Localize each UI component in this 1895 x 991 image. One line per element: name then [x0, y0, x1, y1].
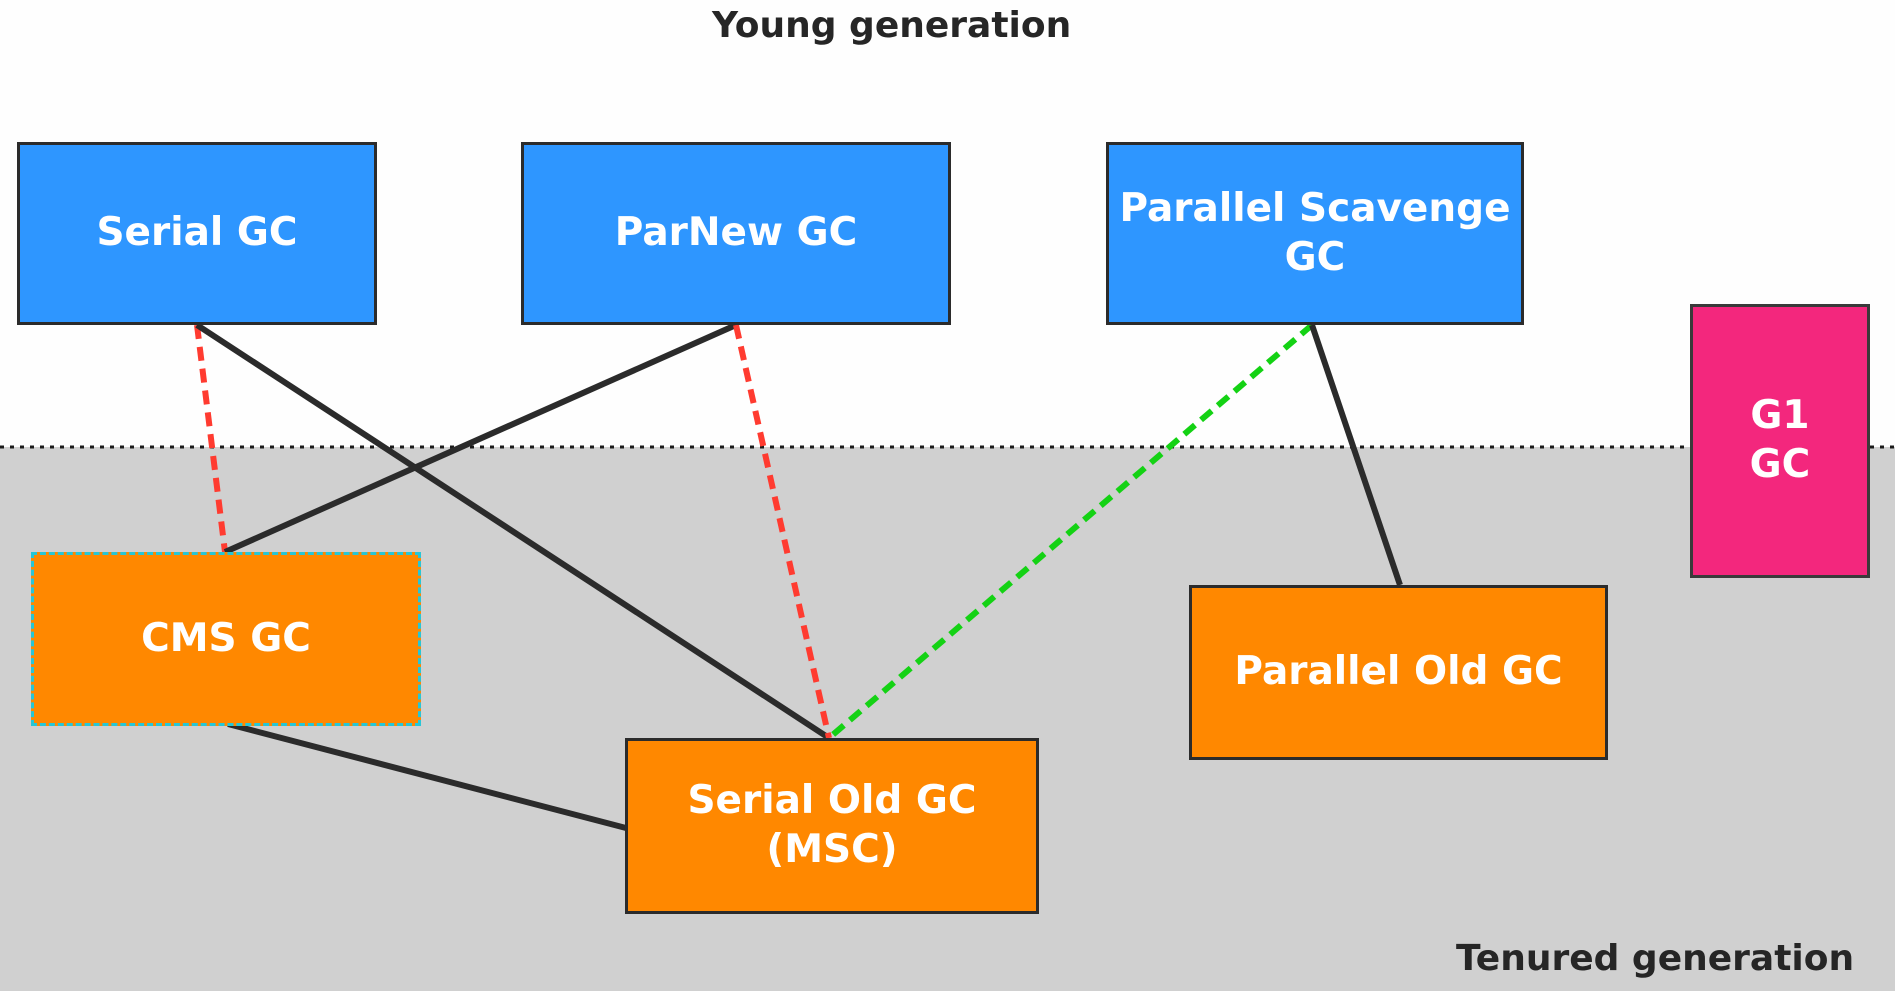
- parallel-old-gc-box: Parallel Old GC: [1189, 585, 1608, 760]
- edge-parnew-serialold: [733, 324, 832, 739]
- edge-cms-serialold: [227, 721, 627, 831]
- parallel-scavenge-gc-box: Parallel Scavenge GC: [1106, 142, 1524, 325]
- cms-gc-label: CMS GC: [141, 615, 311, 661]
- parallel-scavenge-gc-label: Parallel Scavenge GC: [1119, 185, 1511, 280]
- serial-gc-label: Serial GC: [96, 210, 298, 256]
- young-generation-label: Young generation: [712, 5, 1072, 46]
- cms-gc-box: CMS GC: [31, 552, 421, 726]
- serial-old-gc-label: Serial Old GC (MSC): [687, 778, 977, 872]
- edge-serial-cms: [194, 324, 228, 553]
- parnew-gc-label: ParNew GC: [614, 210, 858, 256]
- g1-gc-label: G1 GC: [1749, 393, 1811, 487]
- edge-parallelscavenge-parallelold: [1309, 324, 1403, 586]
- g1-gc-box: G1 GC: [1690, 304, 1870, 578]
- serial-gc-box: Serial GC: [17, 142, 377, 325]
- edge-serial-serialold: [195, 322, 831, 741]
- parnew-gc-box: ParNew GC: [521, 142, 951, 325]
- edge-parnew-cms: [223, 322, 738, 555]
- serial-old-gc-box: Serial Old GC (MSC): [625, 738, 1039, 914]
- parallel-old-gc-label: Parallel Old GC: [1234, 649, 1563, 695]
- tenured-generation-label: Tenured generation: [1456, 938, 1855, 979]
- edge-parallelscavenge-serialold: [827, 322, 1314, 741]
